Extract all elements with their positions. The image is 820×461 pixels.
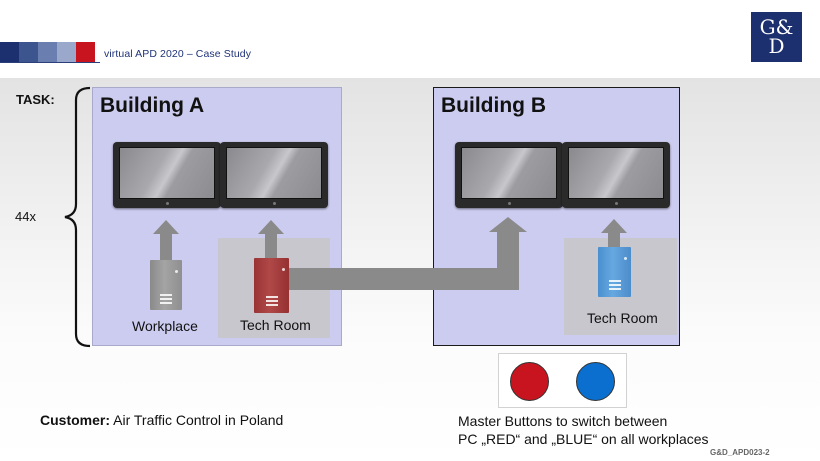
pc-vent [160,298,172,300]
customer-line: Customer: Air Traffic Control in Poland [40,412,283,428]
pc-led [282,268,285,271]
logo-line-1: G& [759,15,794,39]
monitor-screen [119,147,215,199]
building-a-title: Building A [100,94,205,117]
header-rule [0,62,100,63]
header-stripe [19,42,38,62]
pc-vent [608,284,621,286]
pc-vent [160,302,172,304]
arrow-up-shaft [160,233,172,260]
arrow-up-shaft [608,232,620,248]
workplace-pc-icon [150,260,182,310]
gd-logo: G& D [751,12,802,62]
header-color-stripes [0,42,95,62]
tech-room-blue-pc-icon [598,247,631,297]
pc-vent [265,300,278,302]
customer-value: Air Traffic Control in Poland [110,412,284,428]
monitor-power-dot [273,202,276,205]
pc-vent [608,280,621,282]
red-master-button [510,362,549,401]
footer-code: G&D_APD023-2 [710,448,770,457]
monitor-power-dot [615,202,618,205]
arrow-up-shaft [265,233,277,260]
arrow-up-head [601,219,627,233]
count-label: 44x [15,209,36,224]
remote-link-shaft-vertical [497,231,519,290]
monitor-screen [568,147,664,199]
logo-line-2: D [768,34,785,58]
monitor-power-dot [166,202,169,205]
curly-bracket [64,86,91,348]
monitor-icon [455,142,563,208]
monitor-screen [461,147,557,199]
customer-label: Customer: [40,412,111,428]
pc-led [175,270,178,273]
pc-vent [608,288,621,290]
building-b-title: Building B [441,94,546,117]
master-buttons-line-2: PC „RED“ and „BLUE“ on all workplaces [458,431,709,447]
tech-room-b-label: Tech Room [587,310,658,326]
arrow-up-head [153,220,179,234]
header-stripe [76,42,95,62]
tech-room-a-label: Tech Room [240,317,311,333]
master-buttons-description: Master Buttons to switch between PC „RED… [458,412,758,448]
monitor-icon [113,142,221,208]
master-buttons-line-1: Master Buttons to switch between [458,413,668,429]
pc-vent [265,304,278,306]
monitor-icon [220,142,328,208]
monitor-screen [226,147,322,199]
pc-vent [160,294,172,296]
monitor-power-dot [508,202,511,205]
pc-led [624,257,627,260]
header-stripe [0,42,19,62]
arrow-up-head [258,220,284,234]
workplace-label: Workplace [132,318,198,334]
pc-vent [265,296,278,298]
header-title: virtual APD 2020 – Case Study [104,48,252,60]
remote-link-shaft-horizontal [288,268,519,290]
header-stripe [57,42,76,62]
task-label: TASK: [16,92,55,107]
tech-room-red-pc-icon [254,258,289,313]
monitor-icon [562,142,670,208]
header-stripe [38,42,57,62]
remote-link-arrow-head [489,217,527,232]
blue-master-button [576,362,615,401]
